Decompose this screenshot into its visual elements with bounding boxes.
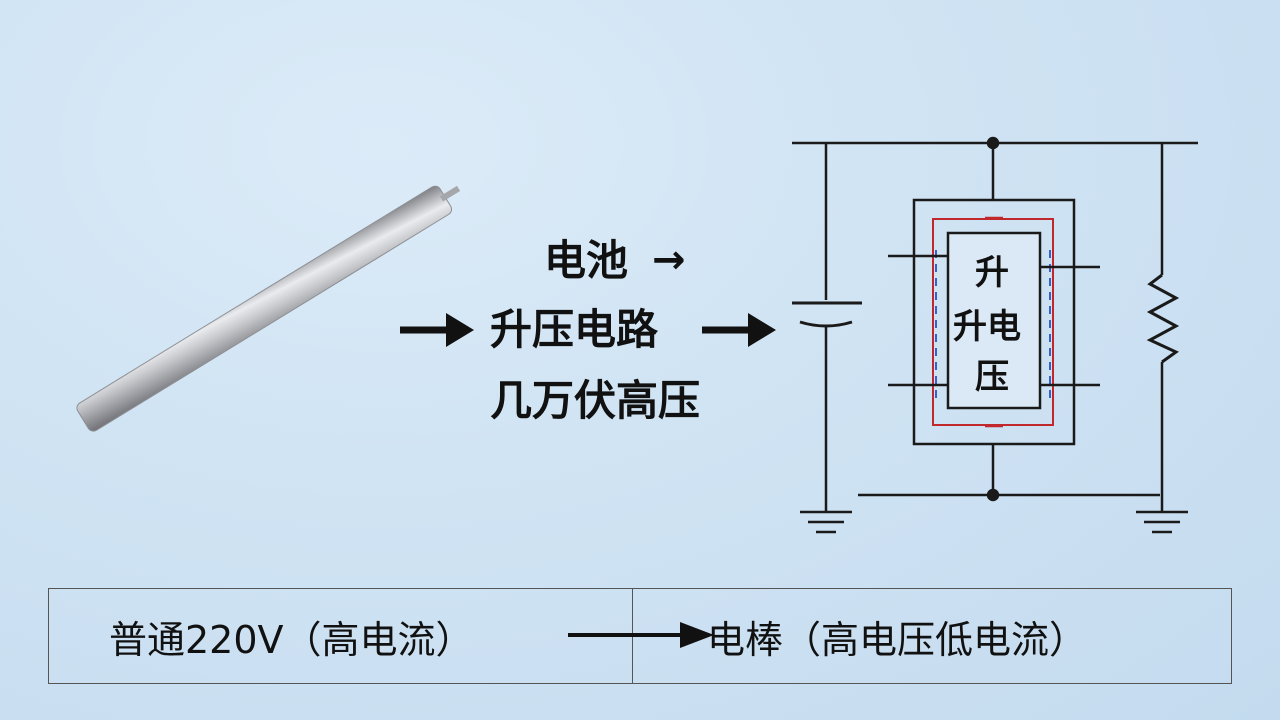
junction-node	[986, 488, 1000, 502]
junction-node	[986, 136, 1000, 150]
table-cell-left: 普通220V（高电流）	[49, 589, 633, 683]
boost-module-outer	[912, 198, 1076, 446]
battery-label: 电池	[544, 236, 629, 285]
resistor-icon	[1146, 273, 1180, 364]
arrow-right-icon: →	[652, 237, 686, 283]
boost-module-inner	[946, 231, 1042, 410]
high-voltage-label: 几万伏高压	[490, 376, 701, 425]
boost-circuit-label: 升压电路	[490, 305, 659, 354]
battery-plate-short	[799, 320, 853, 328]
table-cell-right-text: 电棒（高电压低电流）	[707, 617, 1088, 662]
arrow-right-icon	[568, 622, 714, 648]
rod-tip	[439, 185, 461, 202]
arrow-right-icon	[396, 305, 476, 362]
arrow-right-icon	[698, 305, 778, 362]
comparison-table: 普通220V（高电流） 电棒（高电压低电流）	[48, 588, 1232, 684]
table-cell-right: 电棒（高电压低电流）	[633, 589, 1231, 683]
module-text-2: 升电	[953, 307, 1021, 347]
module-text-1: 升	[975, 253, 1009, 293]
table-cell-left-text: 普通220V（高电流）	[109, 617, 474, 662]
module-text-3: 压	[975, 357, 1009, 397]
